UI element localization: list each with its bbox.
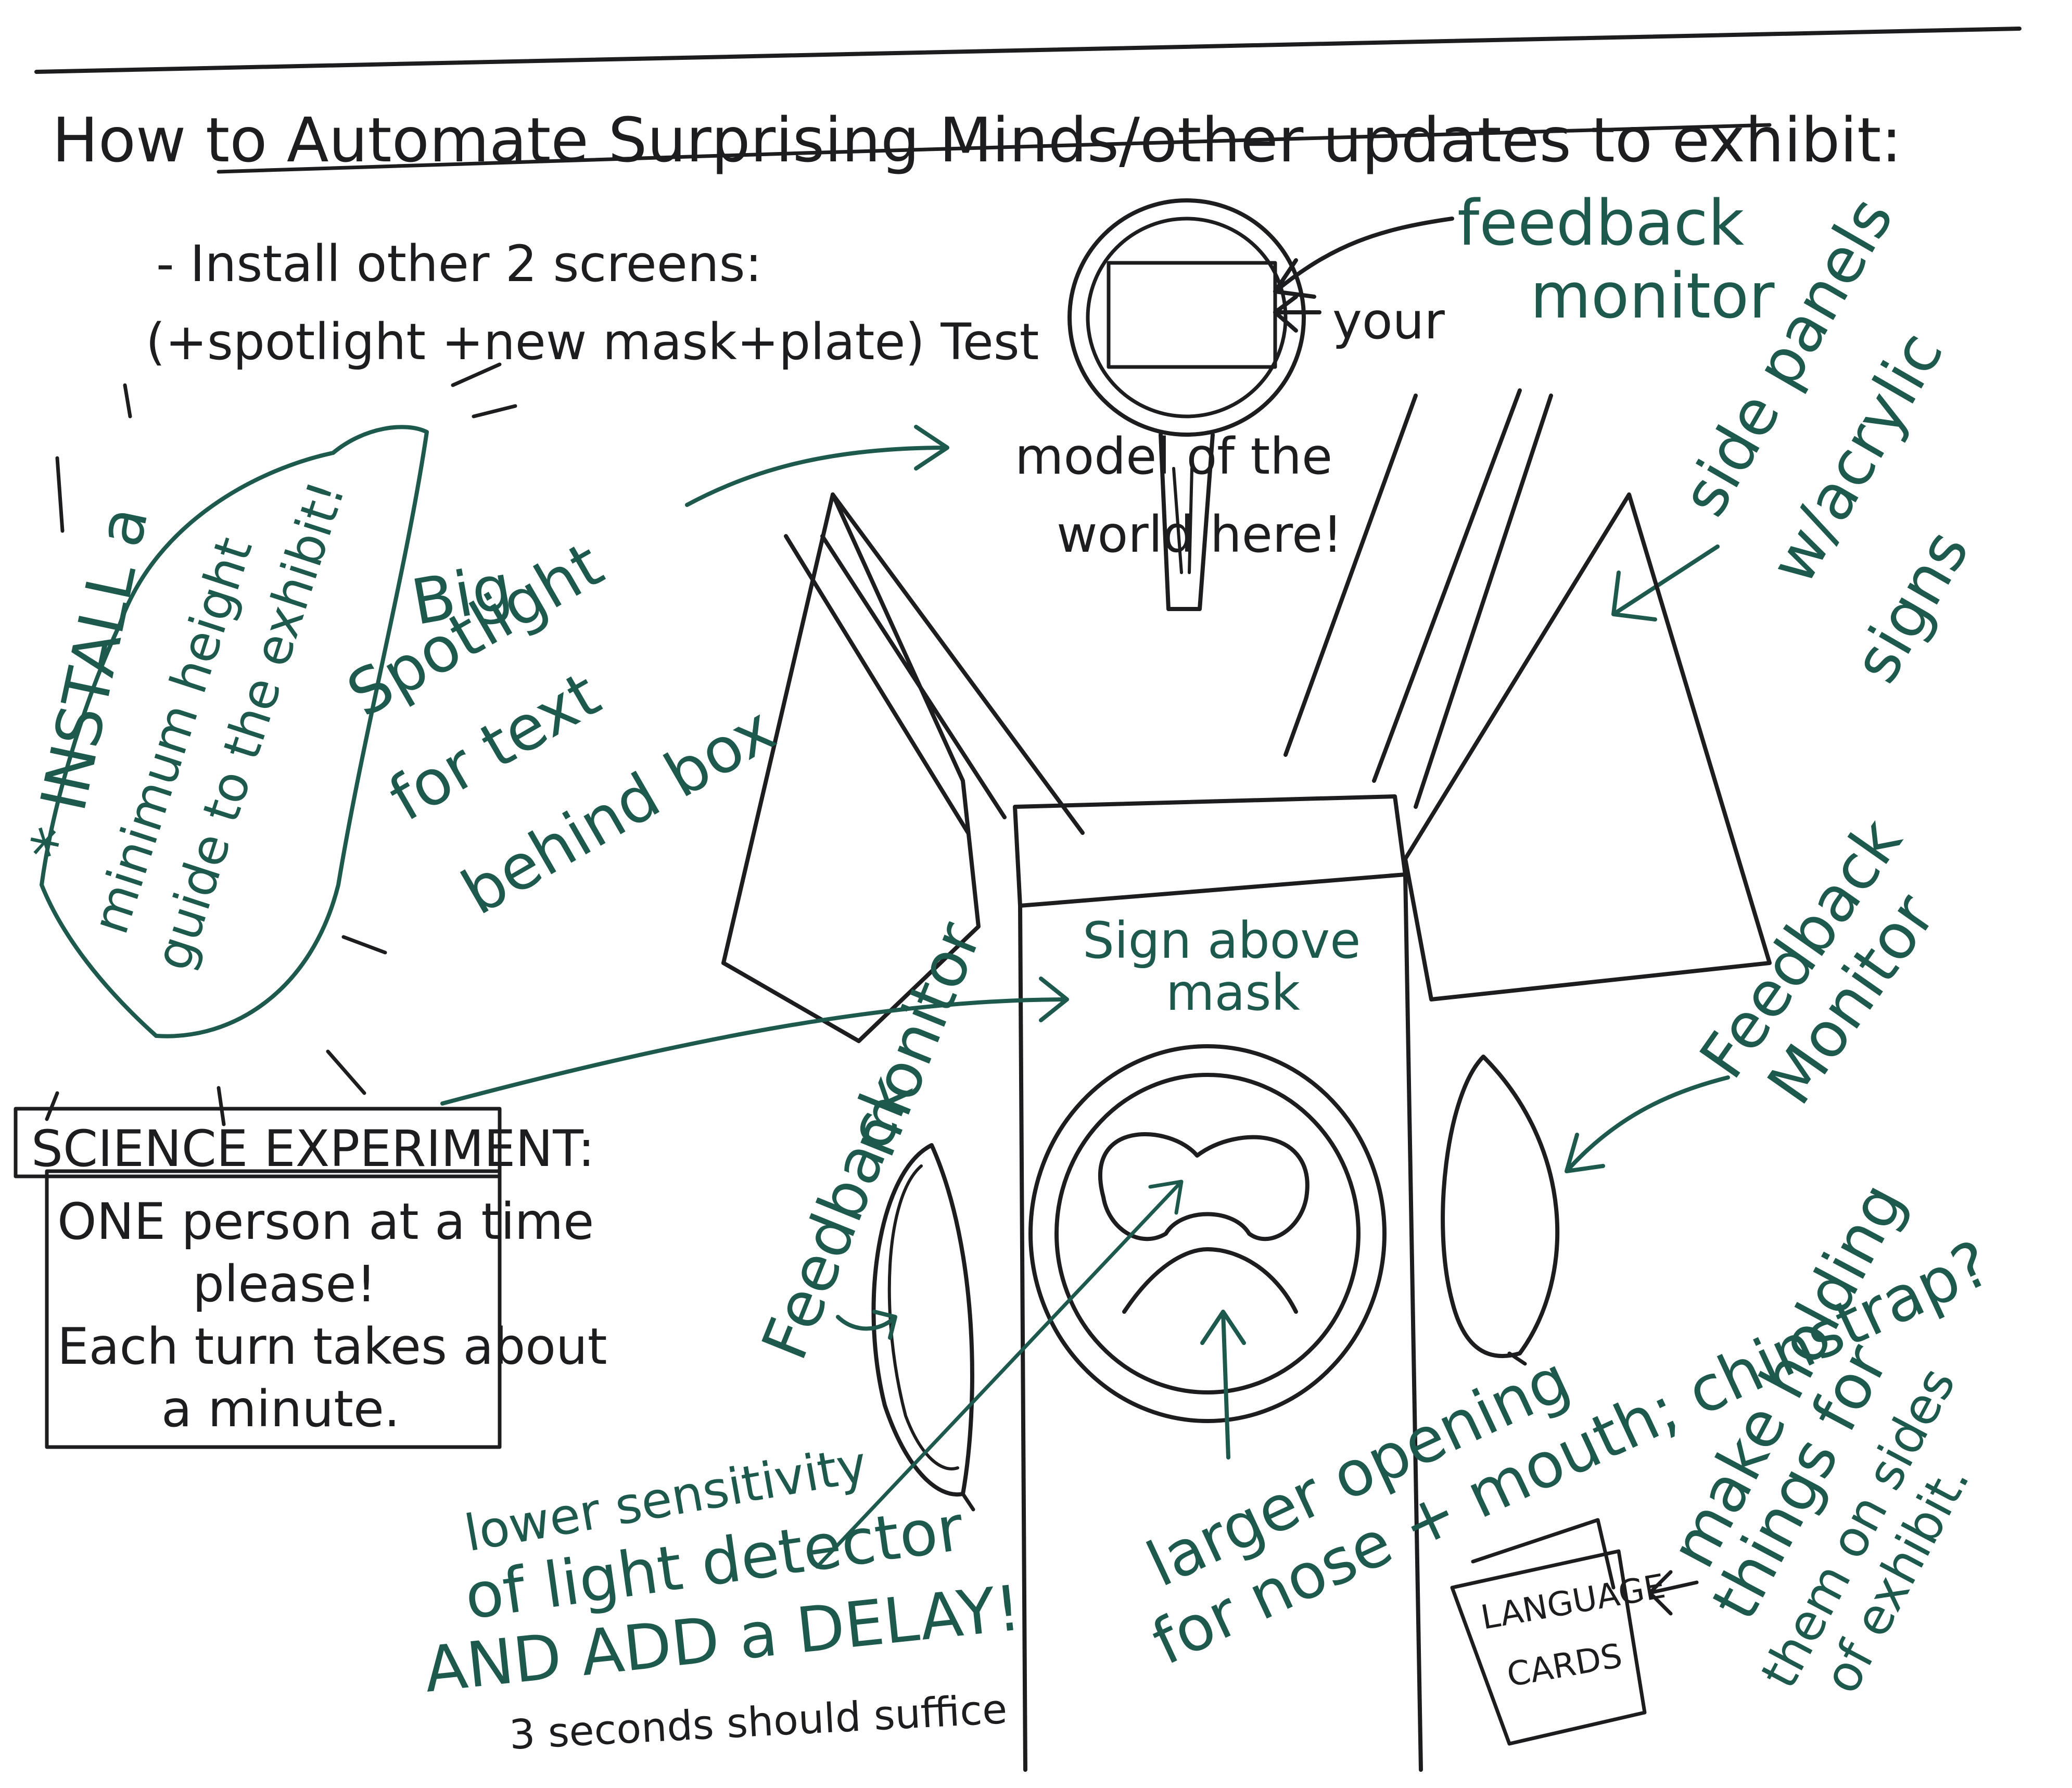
right-wing-panel	[1405, 494, 1770, 999]
science-box-line3: Each turn takes about	[57, 1317, 607, 1376]
mask-inner	[1057, 1075, 1358, 1392]
your-model-note-3: world here!	[1057, 505, 1343, 564]
top-monitor-inner-ring	[1088, 219, 1286, 416]
top-monitor-outer-ring	[1070, 200, 1304, 435]
arrow-big-spotlight	[687, 427, 947, 505]
arrow-larger-opening	[1202, 1312, 1244, 1457]
feedback-monitor-top-label-1: feedback	[1457, 187, 1745, 260]
arrow-right-monitor	[1567, 1077, 1728, 1171]
side-panels-label-3: signs	[1840, 518, 1984, 694]
mask-chin-plate	[1124, 1249, 1296, 1312]
exhibit-left-wing	[723, 494, 1083, 1041]
top-border-line	[36, 29, 2019, 72]
language-cards-line1: LANGUAGE	[1478, 1567, 1668, 1638]
arrow-light-detector	[817, 1182, 1181, 1567]
language-cards: LANGUAGE CARDS	[1452, 1520, 1668, 1744]
right-wing-rail	[1374, 390, 1551, 807]
install-note-line1: - Install other 2 screens:	[156, 235, 762, 293]
language-cards-line2: CARDS	[1504, 1637, 1625, 1695]
left-monitor-shape	[873, 1145, 972, 1494]
your-model-note-1: your	[1332, 292, 1445, 350]
left-feedback-monitor	[873, 1145, 972, 1494]
arrow-top-feedback	[1275, 219, 1452, 297]
lower-sensitivity-note-4: 3 seconds should suffice	[508, 1686, 1008, 1759]
install-note-line2: (+spotlight +new mask+plate) Test	[146, 313, 1039, 371]
science-box-line4: a minute.	[161, 1380, 400, 1438]
sign-strip	[1015, 796, 1405, 906]
your-model-note-2: model of the	[1015, 427, 1332, 486]
mask-opening	[1100, 1134, 1307, 1239]
science-box-line1: ONE person at a time	[57, 1193, 594, 1251]
sign-above-mask-label-1: Sign above	[1083, 911, 1361, 970]
sign-above-mask-label-2: mask	[1166, 963, 1300, 1022]
science-box-heading: SCIENCE EXPERIMENT:	[31, 1120, 595, 1178]
right-monitor-shape	[1443, 1057, 1557, 1356]
mask-outer	[1031, 1046, 1384, 1421]
science-box-line2: please!	[193, 1255, 376, 1313]
feedback-monitor-top-label-2: monitor	[1530, 260, 1775, 333]
science-experiment-box: SCIENCE EXPERIMENT: ONE person at a time…	[16, 1109, 607, 1447]
left-wing-outer	[833, 494, 1083, 833]
page-title: How to Automate Surprising Minds/other u…	[52, 104, 1902, 176]
right-feedback-monitor	[1443, 1057, 1557, 1356]
arrow-science-to-sign	[442, 979, 1067, 1104]
arrow-your-model	[1275, 297, 1319, 331]
mask	[1031, 1046, 1384, 1421]
top-monitor-screen	[1109, 263, 1275, 367]
arrow-side-panels	[1613, 547, 1718, 619]
left-monitor-inner	[889, 1166, 958, 1469]
arrow-left-monitor	[838, 1312, 895, 1338]
